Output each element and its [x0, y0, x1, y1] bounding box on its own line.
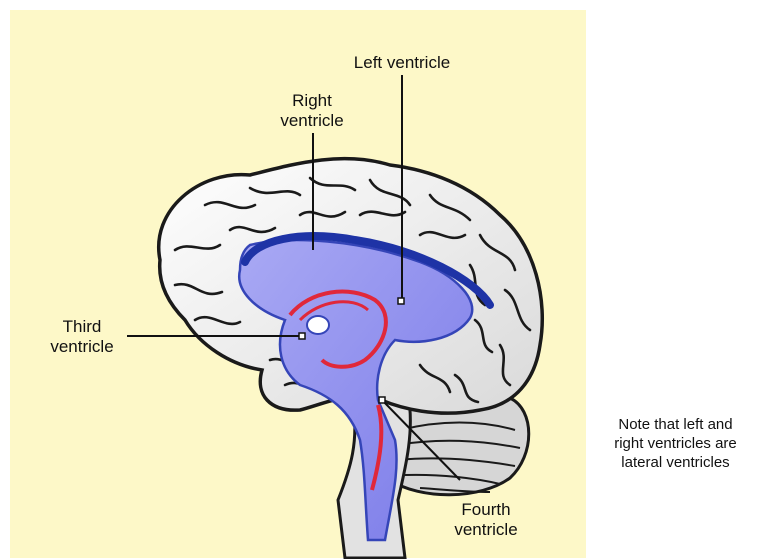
- label-right-ventricle-line2: ventricle: [280, 111, 343, 130]
- label-left-ventricle: Left ventricle: [354, 53, 450, 72]
- label-fourth-ventricle-line1: Fourth: [461, 500, 510, 519]
- label-right-ventricle-line1: Right: [292, 91, 332, 110]
- side-note-line: Note that left and: [588, 415, 763, 434]
- label-third-ventricle-line1: Third: [63, 317, 102, 336]
- side-note: Note that left and right ventricles are …: [588, 415, 763, 472]
- label-third-ventricle-line2: ventricle: [50, 337, 113, 356]
- side-note-line: lateral ventricles: [588, 453, 763, 472]
- side-note-line: right ventricles are: [588, 434, 763, 453]
- third-ventricle-opening: [307, 316, 329, 334]
- label-fourth-ventricle-line2: ventricle: [454, 520, 517, 539]
